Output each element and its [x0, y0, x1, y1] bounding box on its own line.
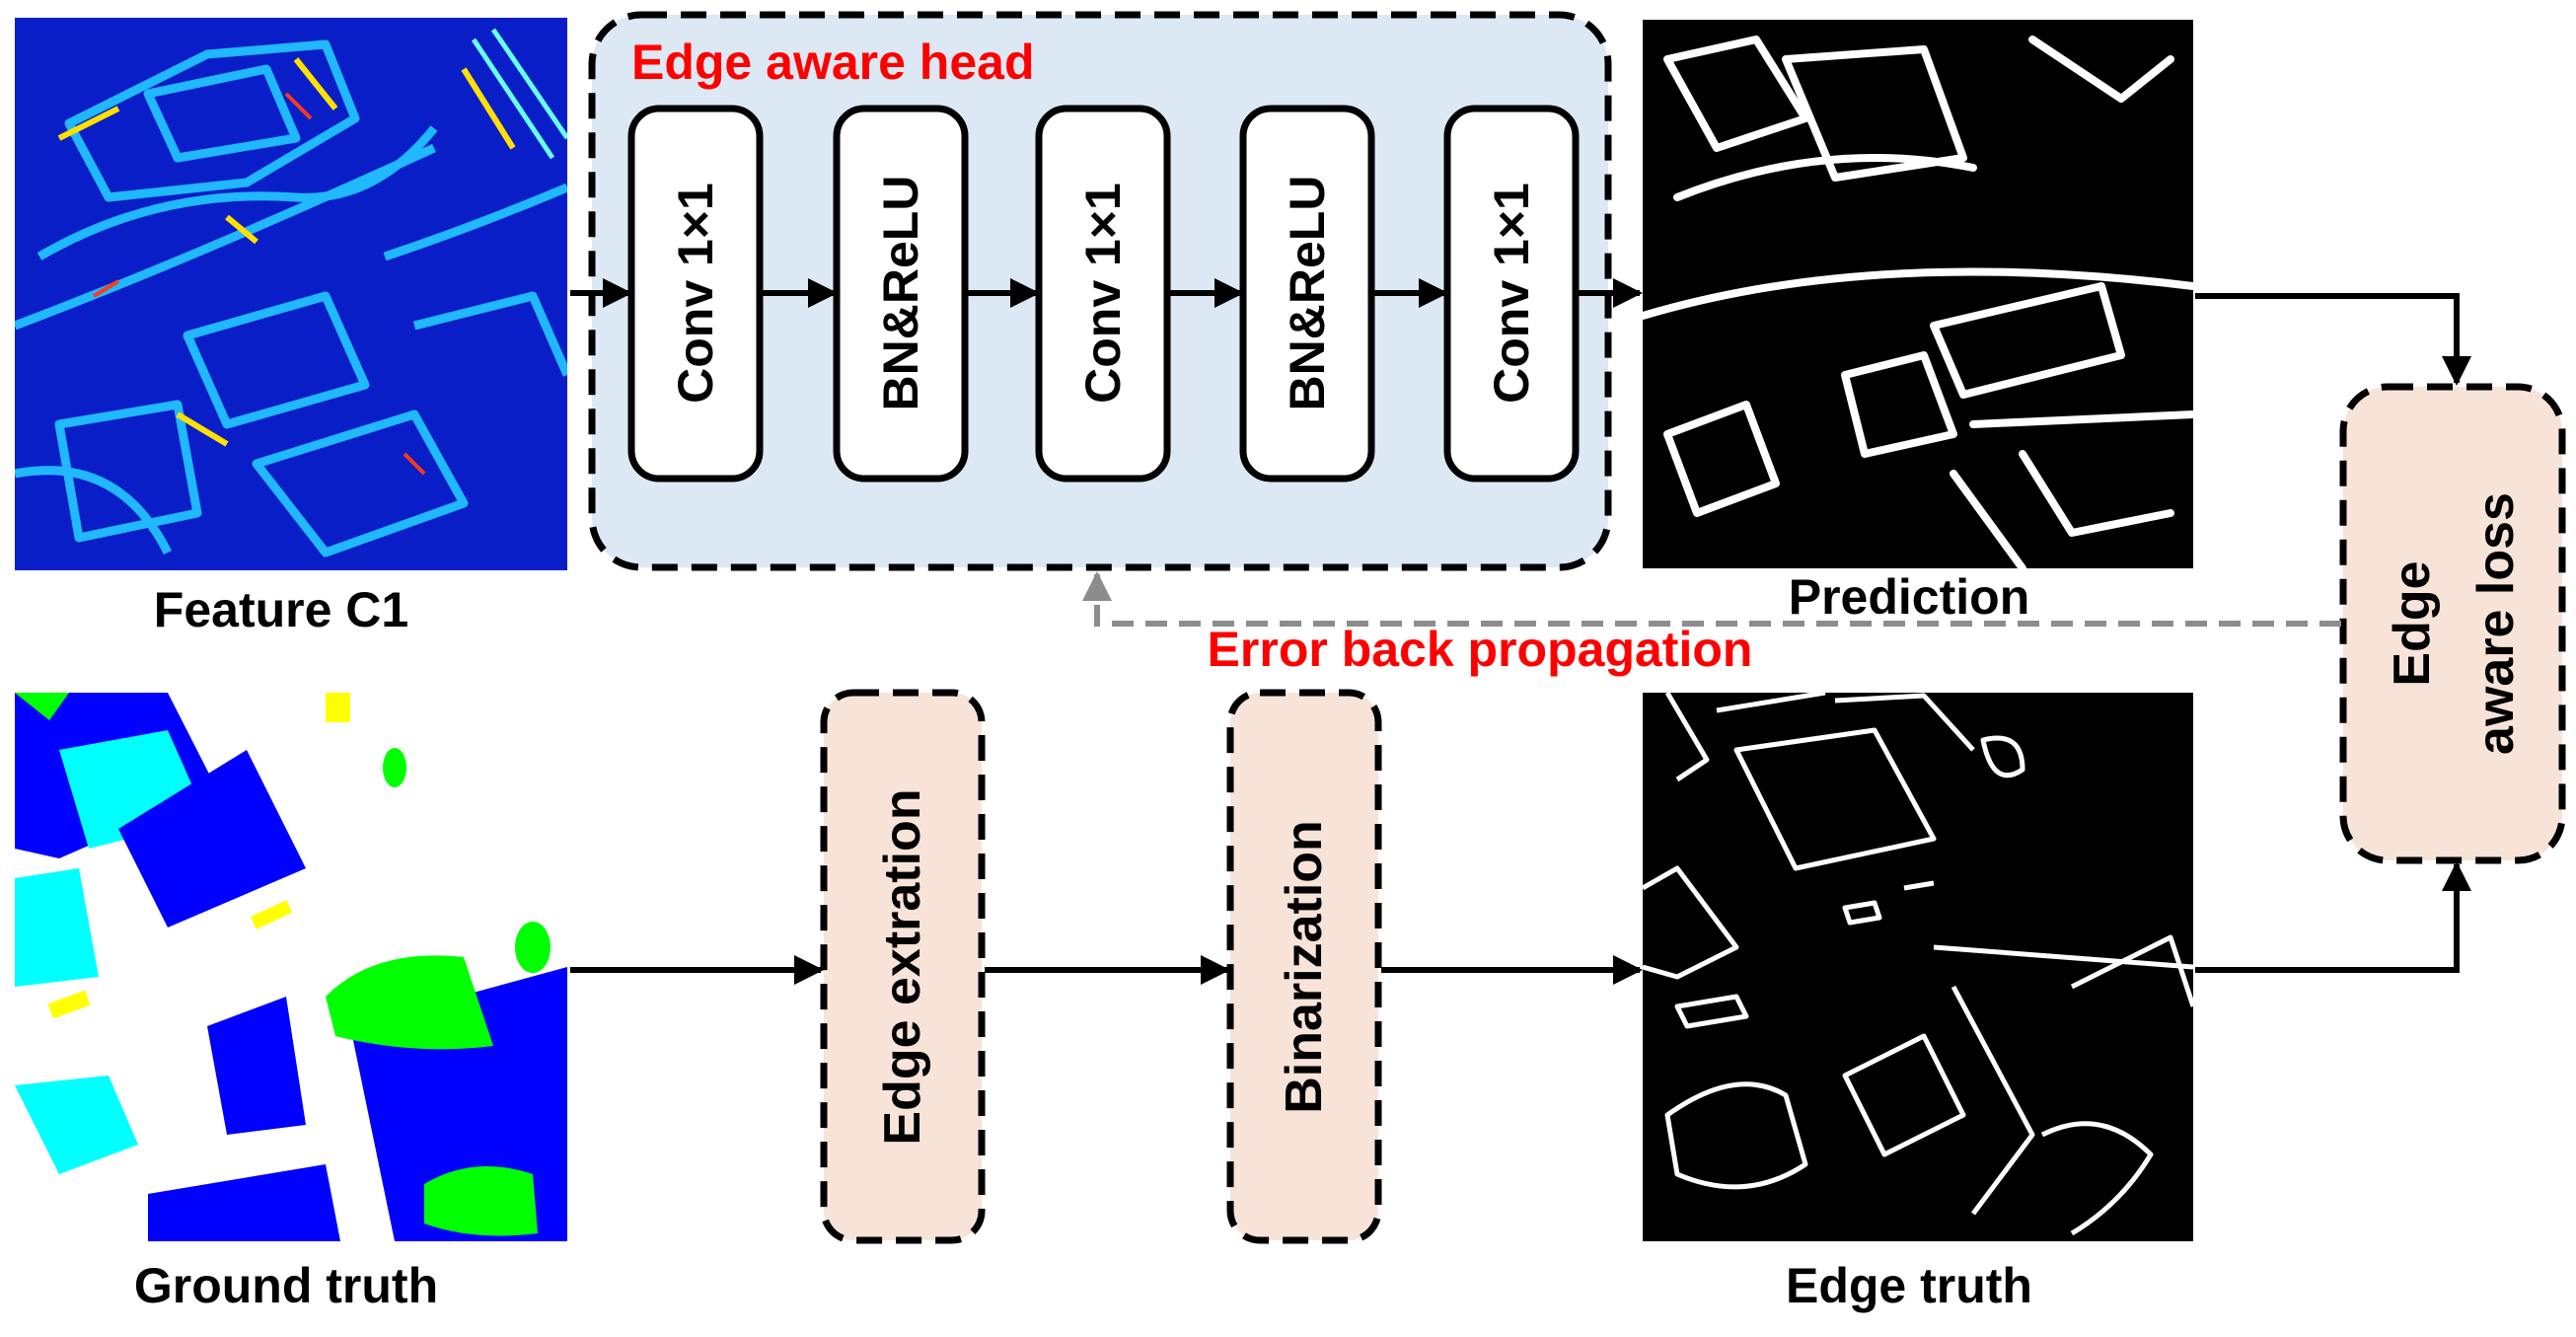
head-block-bnrelu-1-label: BN&ReLU: [873, 176, 928, 411]
head-block-bnrelu-2-label: BN&ReLU: [1280, 176, 1335, 411]
edge-aware-loss-line1: Edge: [2384, 560, 2441, 686]
head-block-conv-2-label: Conv 1×1: [1075, 183, 1131, 404]
edge-extraction-box: Edge extration: [820, 689, 986, 1244]
head-block-conv-3: Conv 1×1: [1443, 105, 1580, 483]
binarization-box: Binarization: [1226, 689, 1382, 1244]
error-back-propagation-label: Error back propagation: [1208, 622, 1753, 677]
edge-aware-loss-box: [2339, 383, 2566, 864]
head-block-conv-1: Conv 1×1: [627, 105, 764, 483]
feature-c1-label: Feature C1: [154, 582, 408, 637]
head-block-bnrelu-1: BN&ReLU: [833, 105, 969, 483]
head-block-bnrelu-2: BN&ReLU: [1239, 105, 1375, 483]
binarization-label: Binarization: [1276, 820, 1333, 1114]
prediction-image: [1643, 20, 2193, 568]
ground-truth-image: [15, 693, 567, 1241]
edge-aware-head-title: Edge aware head: [631, 35, 1035, 90]
arrow-error-back-propagation: [1082, 571, 2341, 627]
edge-extraction-label: Edge extration: [874, 788, 931, 1145]
edge-truth-label: Edge truth: [1786, 1258, 2032, 1313]
ground-truth-label: Ground truth: [134, 1258, 438, 1313]
head-block-conv-2: Conv 1×1: [1035, 105, 1171, 483]
head-block-conv-1-label: Conv 1×1: [668, 183, 723, 404]
edge-truth-image: [1643, 693, 2193, 1241]
arrow-edge-truth-to-loss: [2195, 861, 2471, 973]
head-block-conv-3-label: Conv 1×1: [1484, 183, 1539, 404]
edge-aware-loss-line2: aware loss: [2467, 492, 2525, 755]
arrow-prediction-to-loss: [2195, 293, 2471, 386]
prediction-label: Prediction: [1789, 569, 2029, 625]
feature-c1-image: [15, 18, 567, 570]
